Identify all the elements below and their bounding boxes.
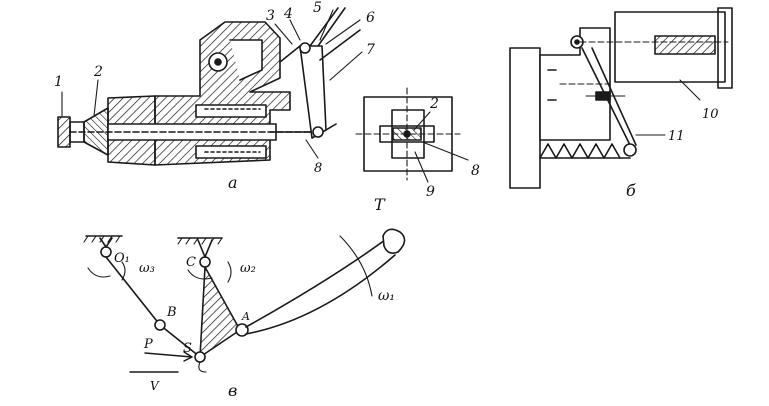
section-inset: [355, 87, 469, 183]
label-omega3: ω₃: [139, 261, 155, 276]
inset-label-8: 8: [471, 163, 480, 179]
view-a-assembly: [57, 7, 363, 166]
label-8: 8: [314, 161, 322, 176]
label-O1: O₁: [114, 251, 130, 266]
label-P: P: [143, 337, 153, 352]
label-omega2: ω₂: [240, 261, 256, 276]
inset-label-2: 2: [429, 96, 439, 112]
label-11: 11: [668, 129, 685, 144]
lever-part-7: [299, 45, 327, 139]
joint-b: [154, 319, 166, 331]
label-B: B: [166, 305, 177, 320]
label-4: 4: [283, 6, 293, 22]
handle-t: [382, 228, 406, 254]
view-label-v: в: [228, 381, 237, 400]
pivot-c: [199, 256, 211, 268]
joint-s: [194, 351, 206, 363]
label-omega1: ω₁: [378, 288, 395, 304]
label-5: 5: [313, 0, 322, 16]
inset-label-9: 9: [426, 184, 435, 200]
label-S: S: [183, 341, 192, 356]
label-7: 7: [366, 42, 375, 58]
label-10: 10: [702, 107, 719, 122]
view-v-scheme: [83, 228, 406, 373]
joint-a: [235, 323, 249, 337]
view-b-assembly: [509, 7, 733, 189]
pivot-o1: [100, 246, 112, 258]
triangle-link: [199, 266, 241, 358]
label-C: C: [186, 255, 196, 270]
view-label-a: а: [228, 173, 238, 192]
label-3: 3: [266, 8, 275, 24]
label-6: 6: [366, 10, 375, 26]
label-2: 2: [93, 64, 103, 80]
label-A: A: [241, 310, 250, 323]
label-1: 1: [54, 74, 63, 90]
label-T: T: [374, 195, 386, 214]
label-V: V: [150, 379, 160, 393]
knob-part-1: [57, 116, 71, 148]
housing: [154, 21, 291, 166]
view-label-b: б: [626, 181, 636, 200]
